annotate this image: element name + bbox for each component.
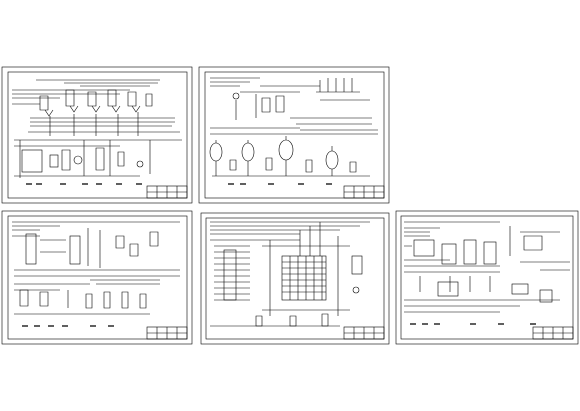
drawing-sheet-3	[1, 210, 193, 345]
drawing-sheet-4	[200, 212, 390, 345]
drawing-sheet-2	[198, 66, 390, 204]
drawing-sheet-5	[395, 210, 579, 345]
drawing-sheet-1	[1, 66, 193, 204]
